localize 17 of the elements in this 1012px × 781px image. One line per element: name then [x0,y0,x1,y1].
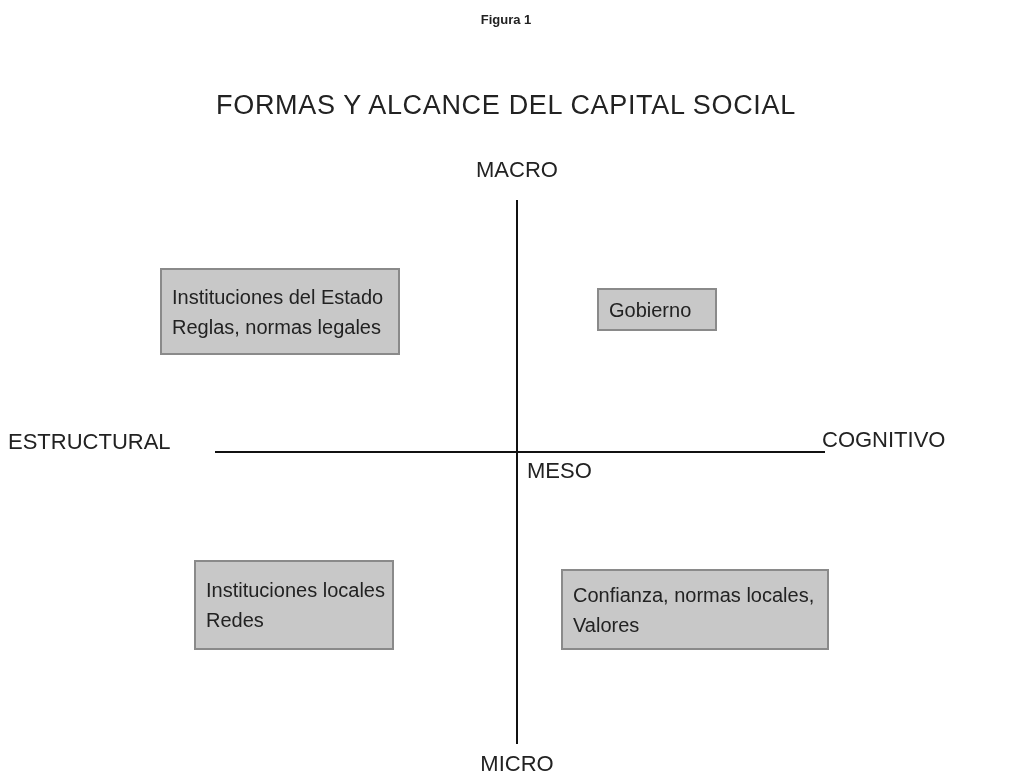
quadrant-box [194,560,394,650]
axis-label: MICRO [479,750,555,778]
box-text: Valores [573,612,641,638]
box-text: Reglas, normas legales [172,314,382,340]
box-text: Confianza, normas locales, [573,582,816,608]
quadrant-box [561,569,829,650]
quadrant-box [597,288,717,331]
box-text: Redes [206,608,265,633]
quadrant-box [160,268,400,355]
axis-label: MESO [527,457,593,485]
box-text: Gobierno [609,297,693,323]
figure-number: Figura 1 [479,12,533,29]
axis-label: MACRO [475,156,559,184]
diagram-title: FORMAS Y ALCANCE DEL CAPITAL SOCIAL [215,89,797,122]
axis-label: ESTRUCTURAL [8,428,172,456]
box-text: Instituciones del Estado [172,284,385,310]
axis-label: COGNITIVO [822,426,947,454]
